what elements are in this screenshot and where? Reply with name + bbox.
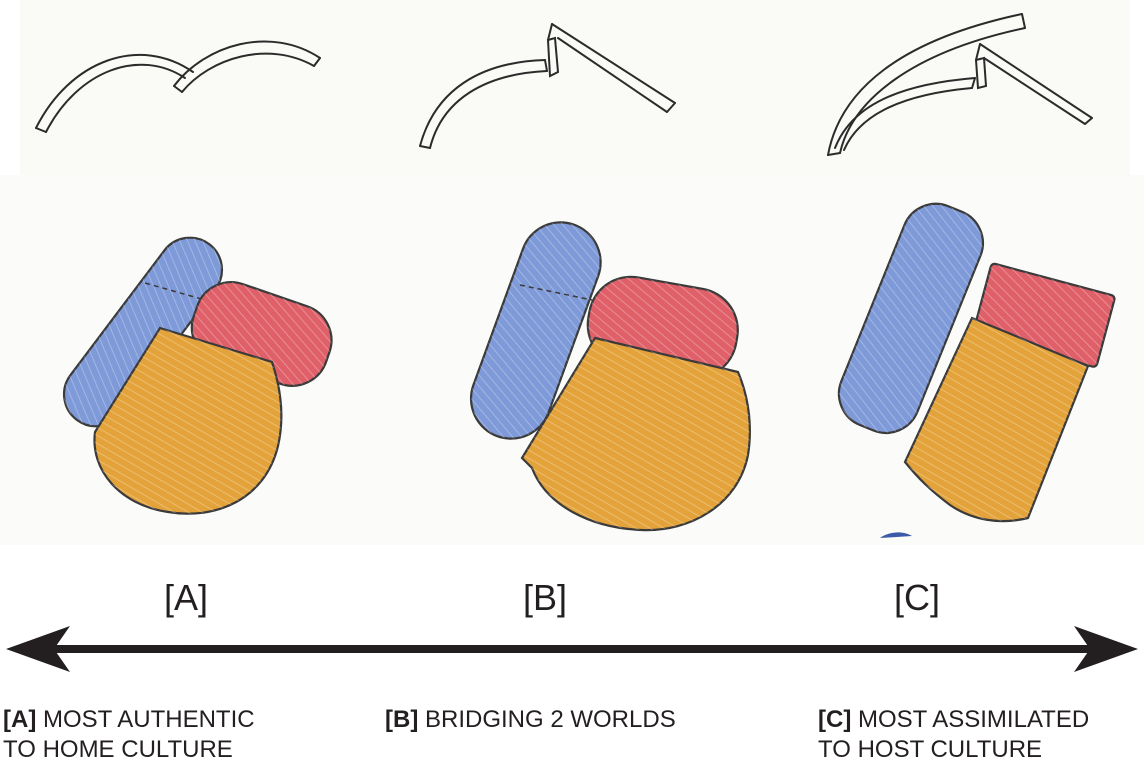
description-b-key: [B] [385, 706, 418, 733]
description-c-line2: TO HOST CULTURE [818, 736, 1042, 763]
description-c-line1: MOST ASSIMILATED [858, 706, 1089, 733]
block-figure-b [460, 211, 750, 530]
description-c: [C] MOST ASSIMILATED TO HOST CULTURE [818, 705, 1089, 765]
block-figure-c [829, 194, 1116, 538]
position-label-b: [B] [485, 578, 605, 618]
arch-sketch-b [420, 24, 675, 148]
description-c-key: [C] [818, 706, 851, 733]
description-a-key: [A] [3, 706, 36, 733]
description-a-line1: MOST AUTHENTIC [43, 706, 255, 733]
description-a: [A] MOST AUTHENTIC TO HOME CULTURE [3, 705, 255, 765]
position-label-c: [C] [857, 578, 977, 618]
block-figure-a [51, 225, 341, 514]
double-headed-arrow [6, 626, 1138, 672]
position-label-a: [A] [126, 578, 246, 618]
arch-sketch-a [36, 41, 320, 132]
description-a-line2: TO HOME CULTURE [3, 736, 233, 763]
description-b-line1: BRIDGING 2 WORLDS [425, 706, 676, 733]
description-b: [B] BRIDGING 2 WORLDS [385, 705, 676, 735]
arch-sketch-c [828, 14, 1092, 155]
